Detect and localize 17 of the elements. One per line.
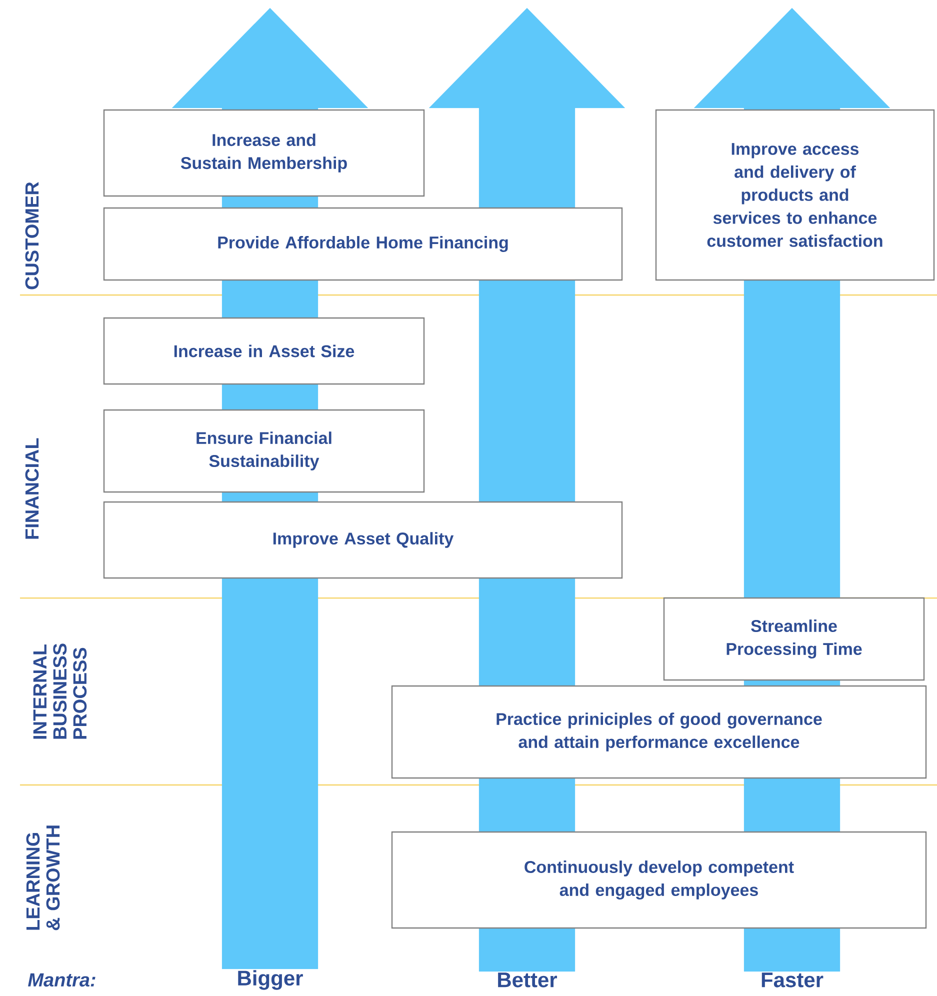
- objective-box: Practice priniciples of good governance and attain performance excellence: [391, 685, 927, 779]
- arrow-label: Bigger: [238, 970, 303, 990]
- objective-box: Ensure Financial Sustainability: [103, 409, 425, 493]
- row-heading: INTERNAL BUSINESS PROCESS: [33, 644, 87, 739]
- objective-box: Continuously develop competent and engaged employees: [391, 831, 927, 929]
- row-heading: CUSTOMER: [25, 182, 39, 290]
- row-heading: FINANCIAL: [25, 438, 39, 539]
- arrow-label: Better: [498, 972, 558, 988]
- row-heading: LEARNING & GROWTH: [26, 826, 60, 930]
- objective-box: Increase and Sustain Membership: [103, 109, 425, 197]
- objective-box: Streamline Processing Time: [663, 597, 925, 681]
- objective-box: Improve access and delivery of products and services to enhance customer satisfaction: [655, 109, 935, 281]
- objective-box: Provide Affordable Home Financing: [103, 207, 623, 281]
- objective-box: Increase in Asset Size: [103, 317, 425, 385]
- objective-box: Improve Asset Quality: [103, 501, 623, 579]
- mantra-label: Mantra:: [28, 973, 96, 987]
- arrow-label: Faster: [762, 972, 824, 988]
